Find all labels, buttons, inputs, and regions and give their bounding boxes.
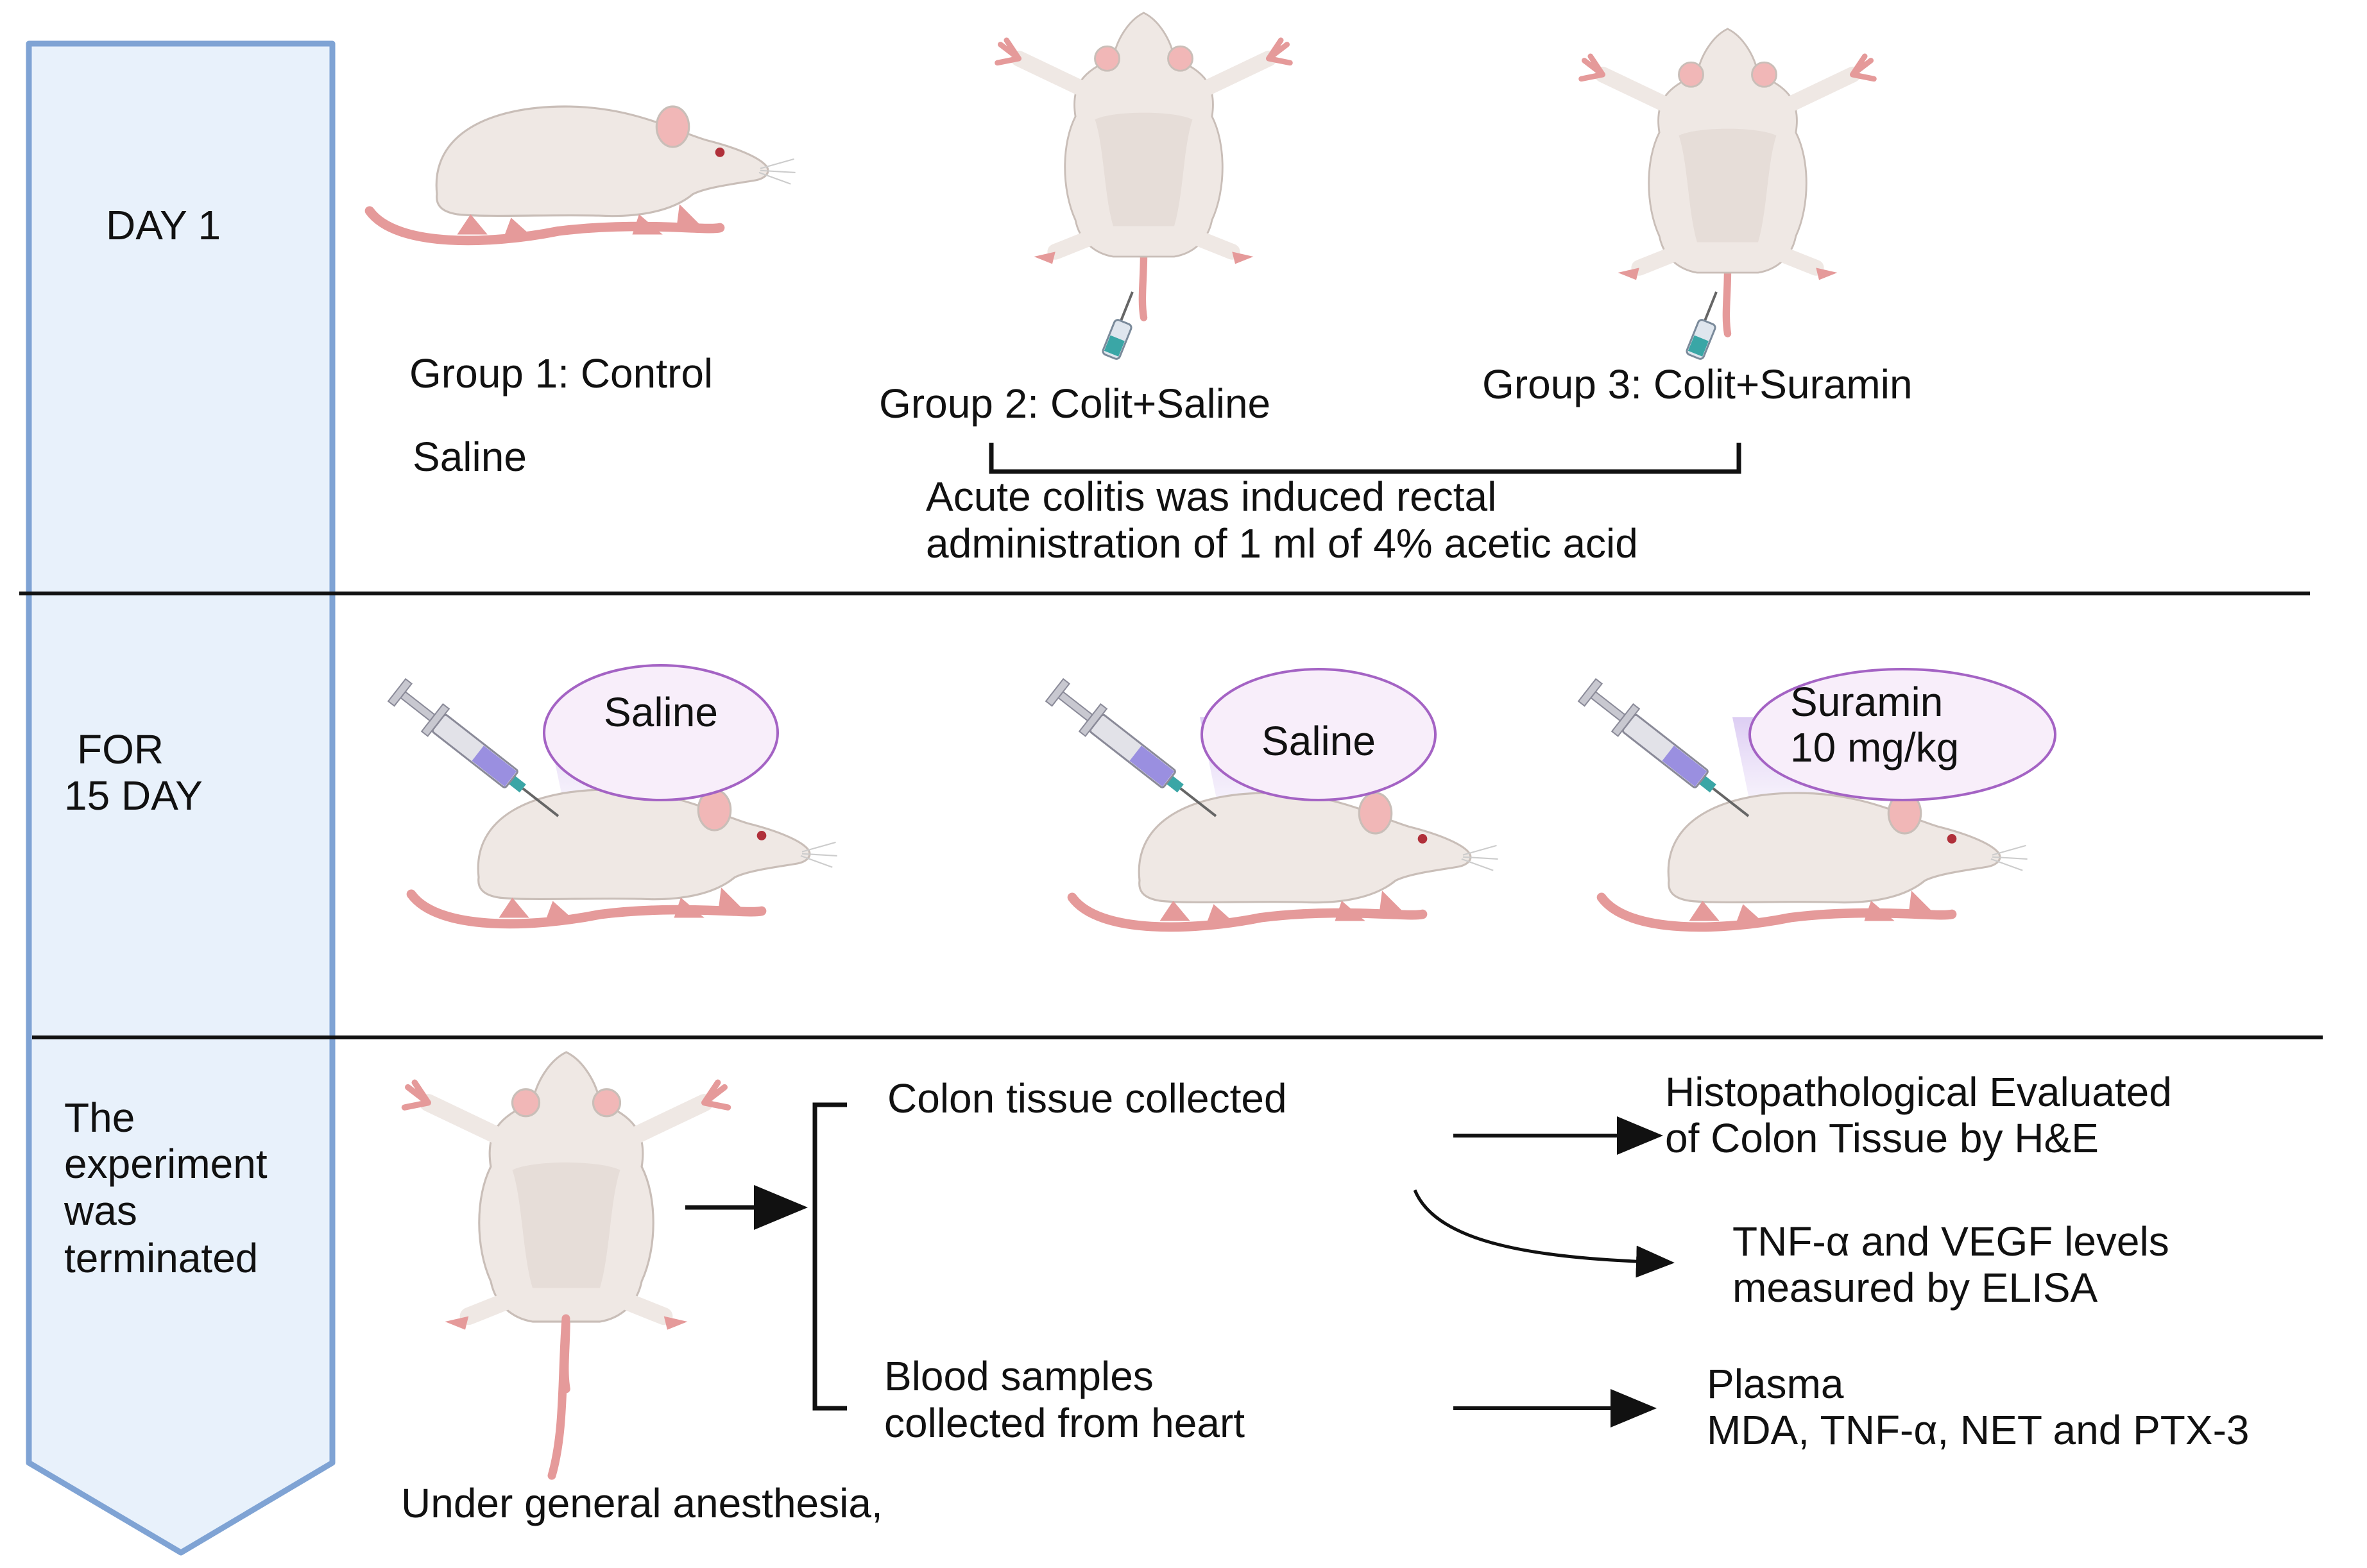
bubble-suramin-line2: 10 mg/kg: [1790, 724, 1960, 771]
sample-bracket: [812, 1102, 847, 1411]
stage-termination-line3: was: [64, 1188, 137, 1234]
elisa-line1: TNF-α and VEGF levels: [1732, 1218, 2169, 1265]
rat-group3-icon: [1582, 29, 1874, 334]
stage-termination-line2: experiment: [64, 1141, 268, 1187]
catheter-group2-icon: [1100, 291, 1134, 362]
bubble-saline-1-label: Saline: [604, 689, 718, 735]
bubble-suramin-line1: Suramin: [1790, 679, 1944, 725]
group2-label: Group 2: Colit+Saline: [879, 380, 1271, 427]
plasma-line1: Plasma: [1707, 1361, 1844, 1407]
induction-line1: Acute colitis was induced rectal: [926, 473, 1497, 520]
rat-group1-icon: [370, 107, 796, 241]
bubble-saline-2: [1201, 668, 1437, 801]
anesthesia-label: Under general anesthesia,: [401, 1480, 883, 1526]
stage-termination-line4: terminated: [64, 1235, 259, 1281]
induction-line2: administration of 1 ml of 4% acetic acid: [926, 520, 1638, 567]
rat-treatment2-icon: [1072, 793, 1498, 927]
rat-treatment3-icon: [1602, 793, 2028, 927]
group1-label: Group 1: Control: [409, 350, 714, 396]
stage-day1-label: DAY 1: [106, 202, 221, 248]
timeline-arrow: [26, 40, 336, 1556]
plasma-line2: MDA, TNF-α, NET and PTX-3: [1707, 1407, 2250, 1453]
histo-line1: Histopathological Evaluated: [1665, 1069, 2172, 1115]
rat-treatment1-icon: [411, 790, 837, 924]
catheter-group3-icon: [1684, 291, 1718, 362]
group1-treatment-label: Saline: [413, 434, 527, 480]
stage-treatment-line1: FOR: [77, 726, 164, 772]
bubble-saline-2-label: Saline: [1261, 718, 1376, 764]
histo-line2: of Colon Tissue by H&E: [1665, 1115, 2099, 1161]
arrow-to-elisa: [1413, 1189, 1675, 1278]
group-bracket: [989, 443, 1741, 474]
stage-treatment-line2: 15 DAY: [64, 772, 203, 819]
bubble-suramin: [1748, 668, 2056, 801]
bubble-saline-1: [543, 664, 779, 801]
group3-label: Group 3: Colit+Suramin: [1482, 361, 1913, 407]
stage-termination-line1: The: [64, 1095, 135, 1141]
rat-group2-icon: [998, 13, 1290, 318]
blood-line2: collected from heart: [884, 1400, 1245, 1446]
colon-collected-label: Colon tissue collected: [887, 1075, 1287, 1121]
blood-line1: Blood samples: [884, 1353, 1154, 1399]
elisa-line2: measured by ELISA: [1732, 1265, 2098, 1311]
